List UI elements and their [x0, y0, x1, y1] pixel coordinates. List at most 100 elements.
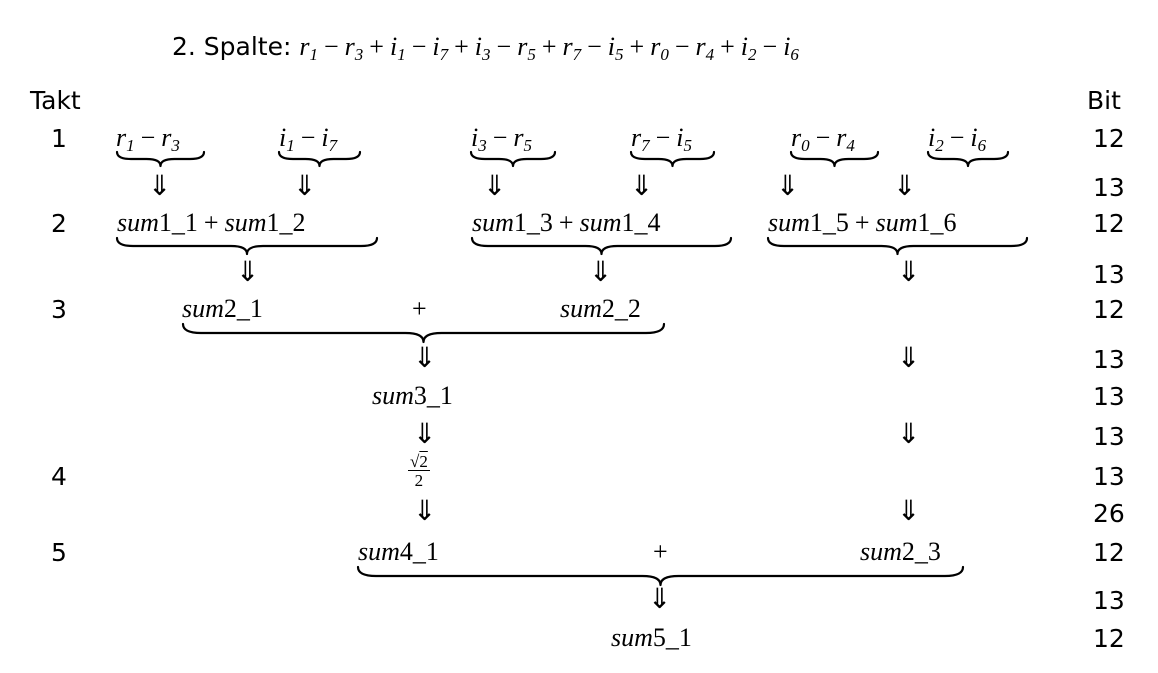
down-arrow-icon: ⇓: [413, 494, 437, 527]
title-operand: r0: [650, 32, 669, 64]
sum-group-3: sum1_5+sum1_6: [768, 210, 956, 236]
down-arrow-icon: ⇓: [897, 341, 921, 374]
operand: r7: [631, 123, 650, 155]
diagram-title: 2. Spalte: r1−r3+i1−i7+i3−r5+r7−i5+r0−r4…: [172, 32, 799, 64]
bit-value: 13: [1093, 345, 1125, 374]
sum2-3-label: sum2_3: [860, 537, 941, 566]
title-operator: −: [587, 32, 602, 61]
operand: i1: [279, 123, 295, 155]
underbrace-i3-r5: [469, 150, 557, 168]
operator: −: [949, 123, 965, 152]
title-operator: −: [411, 32, 427, 61]
operator: +: [558, 208, 574, 237]
operator: +: [203, 208, 219, 237]
operand: i5: [676, 123, 693, 155]
sum2-2-label: sum2_2: [560, 294, 641, 323]
title-operator: +: [629, 32, 645, 61]
underbrace-sum1-group-3: [766, 236, 1029, 256]
term-r7-i5: r7−i5: [631, 123, 693, 155]
title-operand: i3: [474, 32, 491, 64]
sum-label: sum1_3: [472, 208, 553, 237]
title-operand: i2: [740, 32, 757, 64]
operator: −: [140, 123, 156, 152]
down-arrow-icon: ⇓: [413, 417, 437, 450]
operand: i3: [471, 123, 487, 155]
bit-value: 13: [1093, 260, 1125, 289]
bit-value: 26: [1093, 499, 1125, 528]
takt-label: 2: [51, 209, 67, 238]
sum-label: sum1_5: [768, 208, 849, 237]
sum-label: sum1_2: [224, 208, 306, 237]
down-arrow-icon: ⇓: [148, 169, 172, 202]
bit-value: 12: [1093, 624, 1125, 653]
plus-operator: +: [412, 294, 427, 323]
operator: −: [300, 123, 316, 152]
title-operator: −: [674, 32, 690, 61]
radical-sign: √: [410, 452, 420, 471]
operand: r1: [116, 123, 135, 155]
title-operand: i1: [389, 32, 406, 64]
title-operator: −: [496, 32, 512, 61]
title-operand: r5: [517, 32, 536, 64]
title-operator: +: [369, 32, 384, 61]
operator: +: [854, 208, 870, 237]
sum5-1-result: sum5_1: [611, 623, 692, 652]
title-operand: i5: [607, 32, 624, 64]
underbrace-sum4-sum2-3: [356, 565, 965, 587]
title-operand: r3: [344, 32, 364, 64]
sum-group-1: sum1_1+sum1_2: [117, 210, 305, 236]
fraction-numerator: √2: [408, 453, 430, 471]
title-operator: −: [762, 32, 778, 61]
term-i1-i7: i1−i7: [279, 123, 337, 155]
underbrace-i2-i6: [926, 150, 1010, 168]
operand: r0: [791, 123, 810, 155]
down-arrow-icon: ⇓: [236, 255, 260, 288]
operand: r3: [161, 123, 180, 155]
sum-label: sum1_6: [875, 208, 957, 237]
down-arrow-icon: ⇓: [413, 341, 437, 374]
sum-group-2: sum1_3+sum1_4: [472, 210, 660, 236]
operand: i2: [928, 123, 944, 155]
down-arrow-icon: ⇓: [483, 169, 507, 202]
title-operator: +: [541, 32, 557, 61]
bit-value: 13: [1093, 586, 1125, 615]
underbrace-i1-i7: [277, 150, 362, 168]
term-r1-r3: r1−r3: [116, 123, 180, 155]
term-i3-r5: i3−r5: [471, 123, 533, 155]
sum3-1-label: sum3_1: [372, 381, 453, 410]
title-formula: r1−r3+i1−i7+i3−r5+r7−i5+r0−r4+i2−i6: [299, 32, 799, 64]
bit-header: Bit: [1087, 86, 1121, 115]
underbrace-r7-i5: [629, 150, 716, 168]
sqrt2-over-2-factor: √2 2: [408, 453, 430, 489]
sum2-1-label: sum2_1: [182, 294, 263, 323]
title-operator: −: [324, 32, 339, 61]
title-operand: r4: [695, 32, 715, 64]
bit-value: 13: [1093, 173, 1125, 202]
down-arrow-icon: ⇓: [648, 582, 672, 615]
bit-value: 12: [1093, 538, 1125, 567]
title-operand: r7: [562, 32, 582, 64]
down-arrow-icon: ⇓: [293, 169, 317, 202]
underbrace-r1-r3: [115, 150, 206, 168]
bit-value: 12: [1093, 209, 1125, 238]
takt-header: Takt: [30, 86, 81, 115]
down-arrow-icon: ⇓: [897, 255, 921, 288]
title-operand: i6: [783, 32, 799, 64]
plus-operator: +: [653, 537, 668, 566]
takt-label: 1: [51, 124, 67, 153]
operand: r5: [513, 123, 533, 155]
operand: r4: [836, 123, 855, 155]
fraction-denominator: 2: [414, 471, 424, 490]
bit-value: 13: [1093, 422, 1125, 451]
bit-value: 12: [1093, 295, 1125, 324]
underbrace-sum2: [181, 322, 666, 344]
sum4-1-label: sum4_1: [358, 537, 439, 566]
sum-label: sum1_4: [579, 208, 661, 237]
term-r0-r4: r0−r4: [791, 123, 855, 155]
sum-label: sum1_1: [117, 208, 198, 237]
radicand: 2: [419, 452, 428, 471]
operand: i6: [970, 123, 987, 155]
takt-label: 5: [51, 538, 67, 567]
